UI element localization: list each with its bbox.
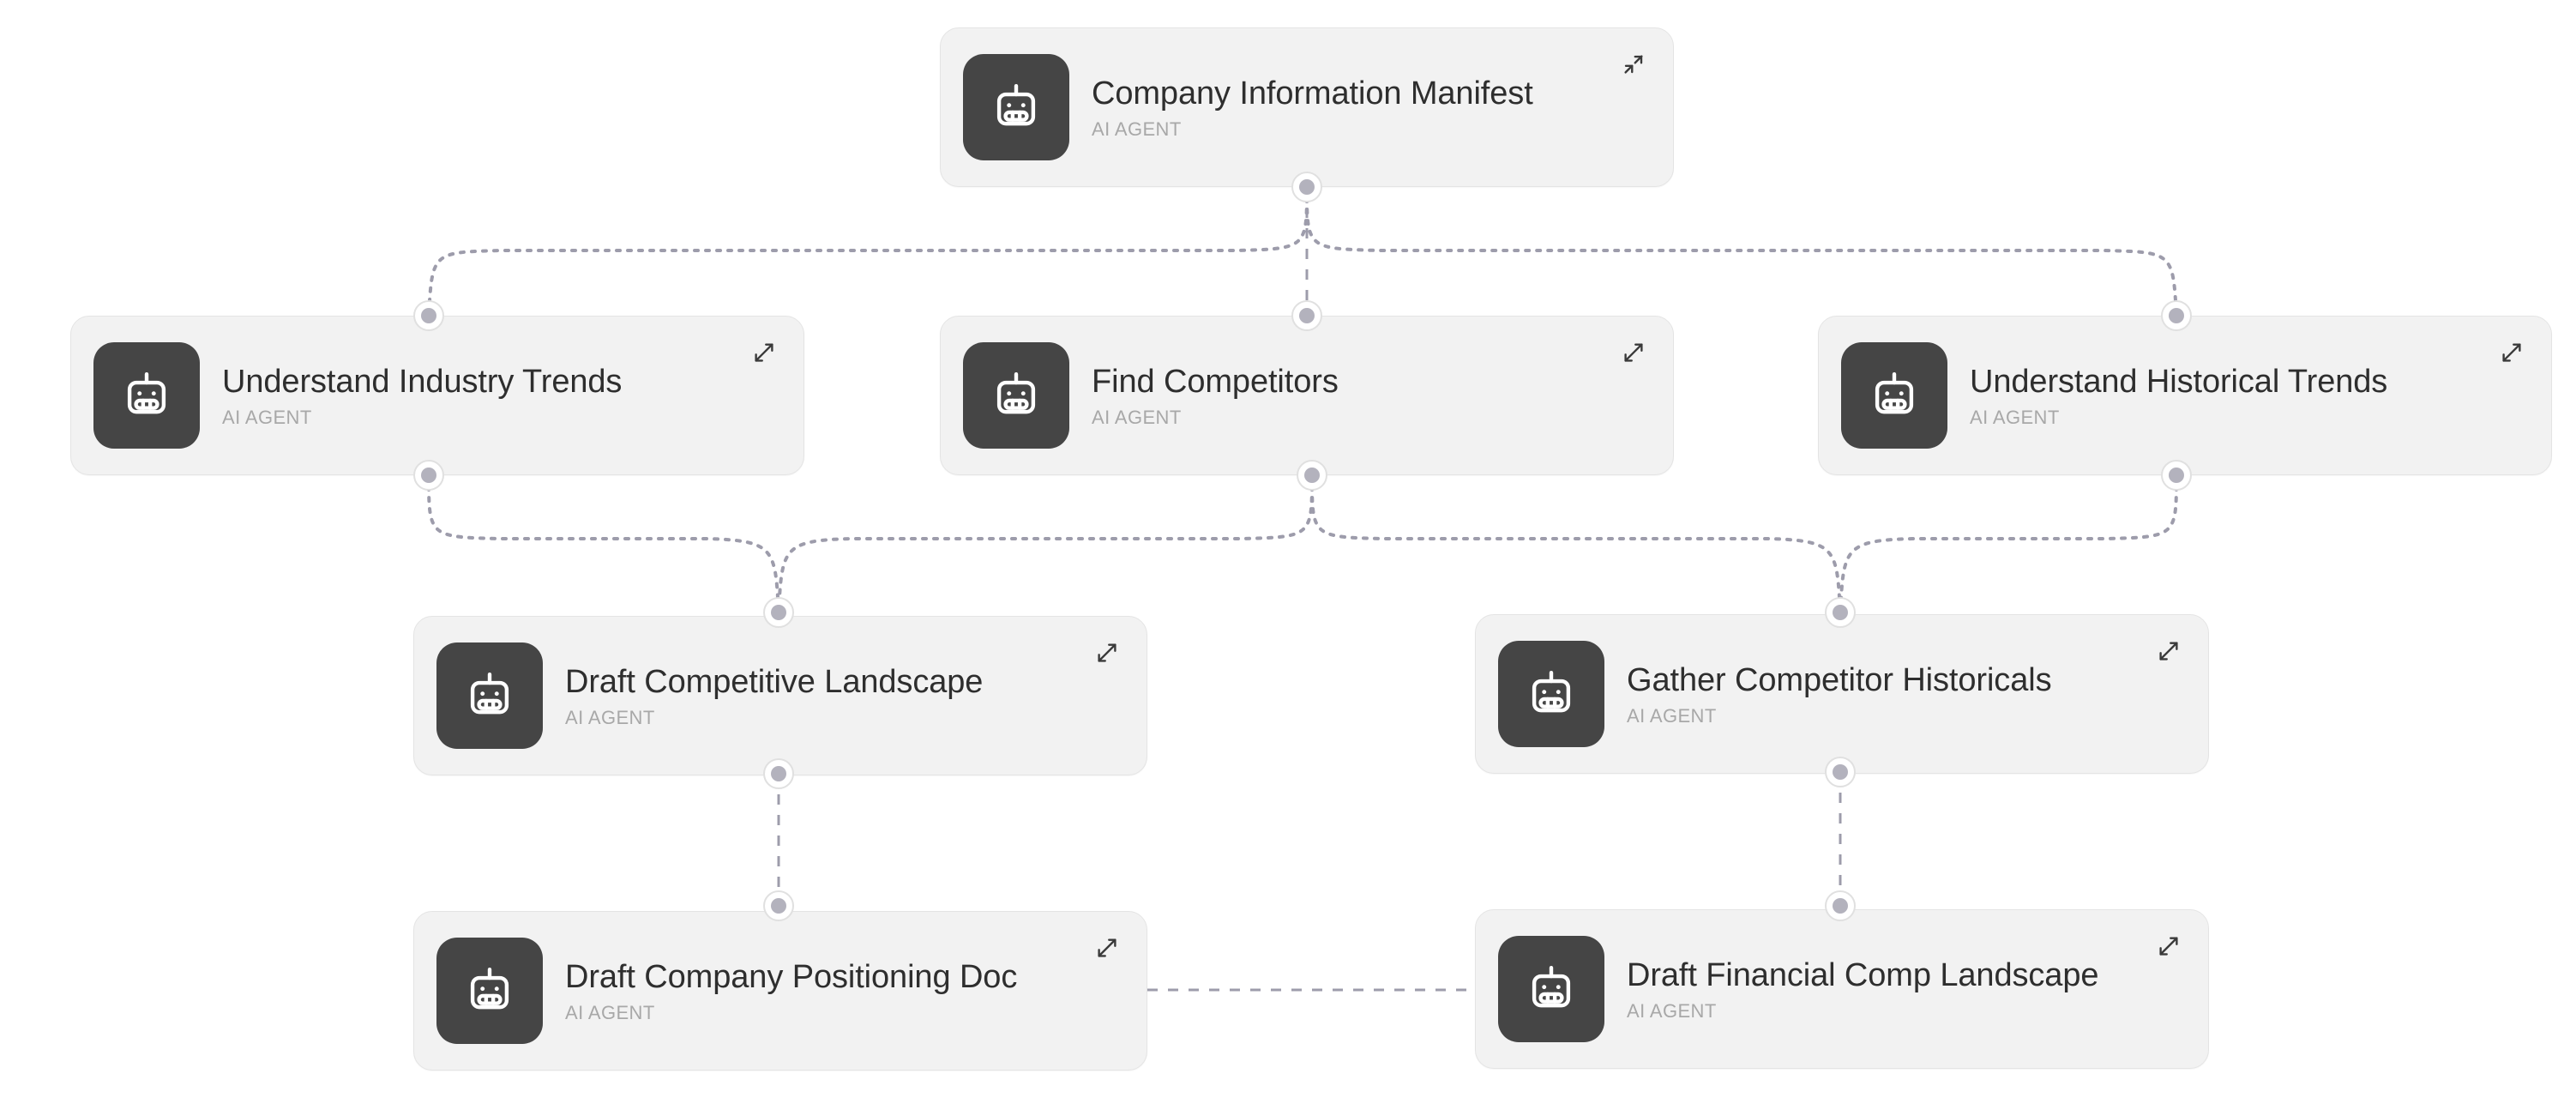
expand-icon[interactable] (2495, 335, 2529, 370)
edge-industry-to-competitive-landscape[interactable] (427, 474, 780, 614)
gather-competitor-historicals-input-port[interactable] (1825, 597, 1856, 628)
node-text-block: Gather Competitor Historicals AI AGENT (1627, 662, 2051, 725)
node-title: Understand Industry Trends (222, 364, 623, 401)
node-title: Company Information Manifest (1092, 75, 1533, 112)
robot-icon (963, 54, 1069, 160)
expand-icon[interactable] (2152, 634, 2186, 668)
node-company-information-manifest[interactable]: Company Information Manifest AI AGENT (940, 27, 1674, 187)
find-competitors-output-port[interactable] (1297, 460, 1327, 491)
node-text-block: Draft Financial Comp Landscape AI AGENT (1627, 957, 2098, 1020)
understand-historical-trends-output-port[interactable] (2161, 460, 2192, 491)
node-text-block: Find Competitors AI AGENT (1092, 364, 1339, 426)
node-title: Draft Company Positioning Doc (565, 959, 1018, 996)
edge-historical-trends-to-gather-historicals[interactable] (1839, 474, 2178, 614)
node-understand-historical-trends[interactable]: Understand Historical Trends AI AGENT (1818, 316, 2552, 475)
node-subtitle: AI AGENT (1627, 999, 1717, 1021)
node-text-block: Draft Competitive Landscape AI AGENT (565, 664, 983, 727)
node-title: Gather Competitor Historicals (1627, 662, 2052, 699)
node-subtitle: AI AGENT (222, 406, 312, 427)
understand-historical-trends-input-port[interactable] (2161, 300, 2192, 331)
node-title: Find Competitors (1092, 364, 1339, 401)
find-competitors-input-port[interactable] (1291, 300, 1322, 331)
expand-icon[interactable] (1616, 335, 1651, 370)
node-find-competitors[interactable]: Find Competitors AI AGENT (940, 316, 1674, 475)
node-subtitle: AI AGENT (1970, 406, 2060, 427)
node-text-block: Draft Company Positioning Doc AI AGENT (565, 959, 1017, 1022)
robot-icon (1498, 641, 1604, 747)
node-title: Draft Financial Comp Landscape (1627, 957, 2099, 994)
node-text-block: Understand Industry Trends AI AGENT (222, 364, 622, 426)
node-subtitle: AI AGENT (565, 706, 655, 727)
edge-manifest-to-industry-trends[interactable] (427, 185, 1309, 317)
expand-icon[interactable] (747, 335, 781, 370)
collapse-icon[interactable] (1616, 47, 1651, 81)
edge-find-competitors-to-competitive-landscape[interactable] (777, 474, 1314, 614)
robot-icon (963, 342, 1069, 449)
robot-icon (1841, 342, 1947, 449)
draft-competitive-landscape-output-port[interactable] (763, 758, 794, 789)
node-title: Draft Competitive Landscape (565, 664, 984, 701)
expand-icon[interactable] (1090, 931, 1124, 965)
draft-financial-comp-landscape-input-port[interactable] (1825, 890, 1856, 921)
robot-icon (1498, 936, 1604, 1042)
company-information-manifest-output-port[interactable] (1291, 172, 1322, 202)
node-gather-competitor-historicals[interactable]: Gather Competitor Historicals AI AGENT (1475, 614, 2209, 774)
draft-company-positioning-doc-input-port[interactable] (763, 890, 794, 921)
understand-industry-trends-input-port[interactable] (413, 300, 444, 331)
node-draft-competitive-landscape[interactable]: Draft Competitive Landscape AI AGENT (413, 616, 1147, 775)
node-subtitle: AI AGENT (565, 1001, 655, 1022)
node-understand-industry-trends[interactable]: Understand Industry Trends AI AGENT (70, 316, 804, 475)
node-draft-company-positioning-doc[interactable]: Draft Company Positioning Doc AI AGENT (413, 911, 1147, 1071)
expand-icon[interactable] (1090, 636, 1124, 670)
node-draft-financial-comp-landscape[interactable]: Draft Financial Comp Landscape AI AGENT (1475, 909, 2209, 1069)
node-text-block: Company Information Manifest AI AGENT (1092, 75, 1533, 138)
robot-icon (436, 938, 543, 1044)
edge-manifest-to-historical-trends[interactable] (1305, 185, 2178, 317)
gather-competitor-historicals-output-port[interactable] (1825, 757, 1856, 787)
expand-icon[interactable] (2152, 929, 2186, 963)
edge-find-competitors-to-gather-historicals[interactable] (1310, 474, 1842, 614)
robot-icon (93, 342, 200, 449)
robot-icon (436, 642, 543, 749)
draft-competitive-landscape-input-port[interactable] (763, 597, 794, 628)
understand-industry-trends-output-port[interactable] (413, 460, 444, 491)
node-text-block: Understand Historical Trends AI AGENT (1970, 364, 2387, 426)
node-title: Understand Historical Trends (1970, 364, 2388, 401)
node-subtitle: AI AGENT (1092, 118, 1182, 139)
node-subtitle: AI AGENT (1092, 406, 1182, 427)
node-subtitle: AI AGENT (1627, 704, 1717, 726)
